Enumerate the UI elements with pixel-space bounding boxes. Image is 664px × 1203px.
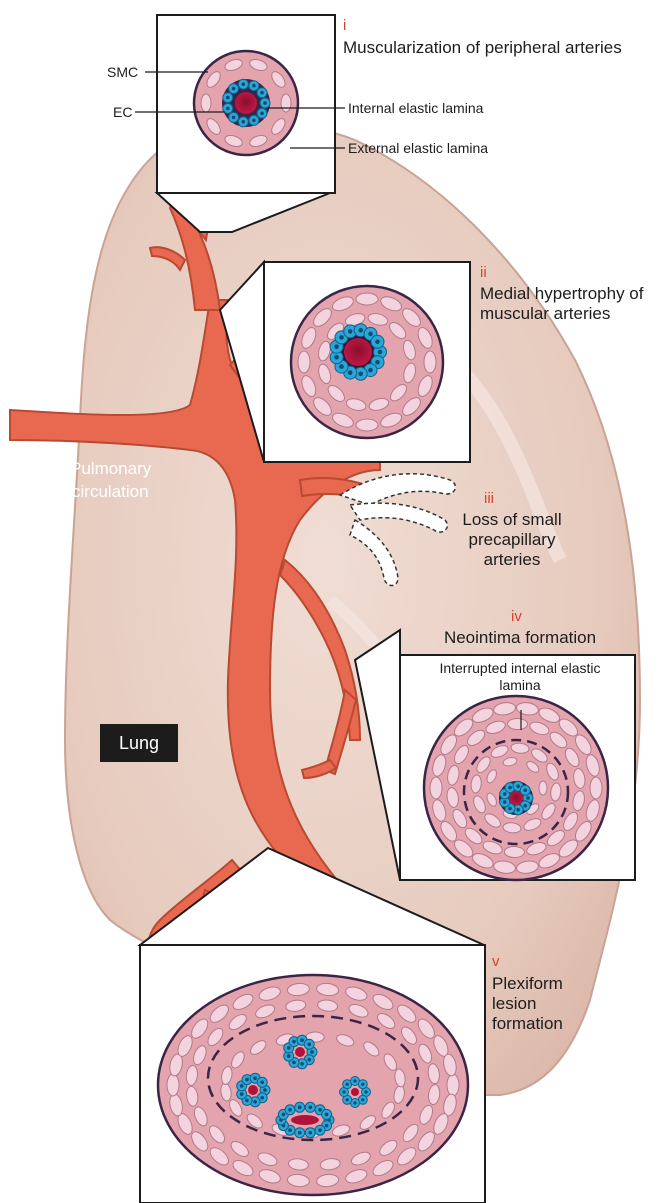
smooth-muscle-cell — [424, 351, 436, 373]
smooth-muscle-cell — [298, 351, 310, 373]
pulmonary-circulation-label-line1: Pulmonary — [70, 459, 152, 478]
panel-i-numeral: i — [343, 17, 346, 34]
external-elastic-lamina-label: External elastic lamina — [348, 140, 488, 157]
interrupted-internal-elastic-lamina-label: Interrupted internal elastic lamina — [430, 660, 610, 693]
smc-label: SMC — [107, 64, 138, 81]
smooth-muscle-cell — [508, 718, 528, 729]
smooth-muscle-cell — [167, 1074, 179, 1096]
panel-iv-numeral: iv — [511, 608, 522, 625]
smooth-muscle-cell — [539, 781, 547, 795]
ec-label: EC — [113, 104, 132, 121]
smooth-muscle-cell — [356, 293, 378, 305]
panel-ii-title: Medial hypertrophy of muscular arteries — [480, 284, 660, 324]
smooth-muscle-cell — [430, 777, 442, 799]
vessel-lumen — [295, 1047, 305, 1057]
panel-v-numeral: v — [492, 953, 500, 970]
pulmonary-circulation-label-line2: circulation — [72, 482, 149, 501]
smooth-muscle-cell — [356, 419, 378, 431]
vessel-lumen — [291, 1115, 319, 1125]
panel-iv-title: Neointima formation — [420, 628, 620, 648]
vessel-lumen — [351, 1088, 359, 1096]
panel-iii-title: Loss of small precapillary arteries — [458, 510, 566, 570]
panel-ii — [220, 262, 470, 462]
smooth-muscle-cell — [281, 94, 291, 112]
smooth-muscle-cell — [201, 94, 211, 112]
lung-label: Lung — [100, 724, 178, 762]
panel-v-title: Plexiform lesion formation — [492, 974, 602, 1034]
panel-i-title: Muscularization of peripheral arteries — [343, 38, 643, 58]
panel-ii-numeral: ii — [480, 264, 487, 281]
smooth-muscle-cell — [504, 846, 524, 857]
panel-iii-numeral: iii — [484, 490, 494, 507]
smooth-muscle-cell — [447, 1074, 459, 1096]
smooth-muscle-cell — [590, 777, 602, 799]
internal-elastic-lamina-label: Internal elastic lamina — [348, 100, 483, 117]
panel-i — [135, 15, 345, 232]
vessel-lumen — [248, 1085, 258, 1095]
